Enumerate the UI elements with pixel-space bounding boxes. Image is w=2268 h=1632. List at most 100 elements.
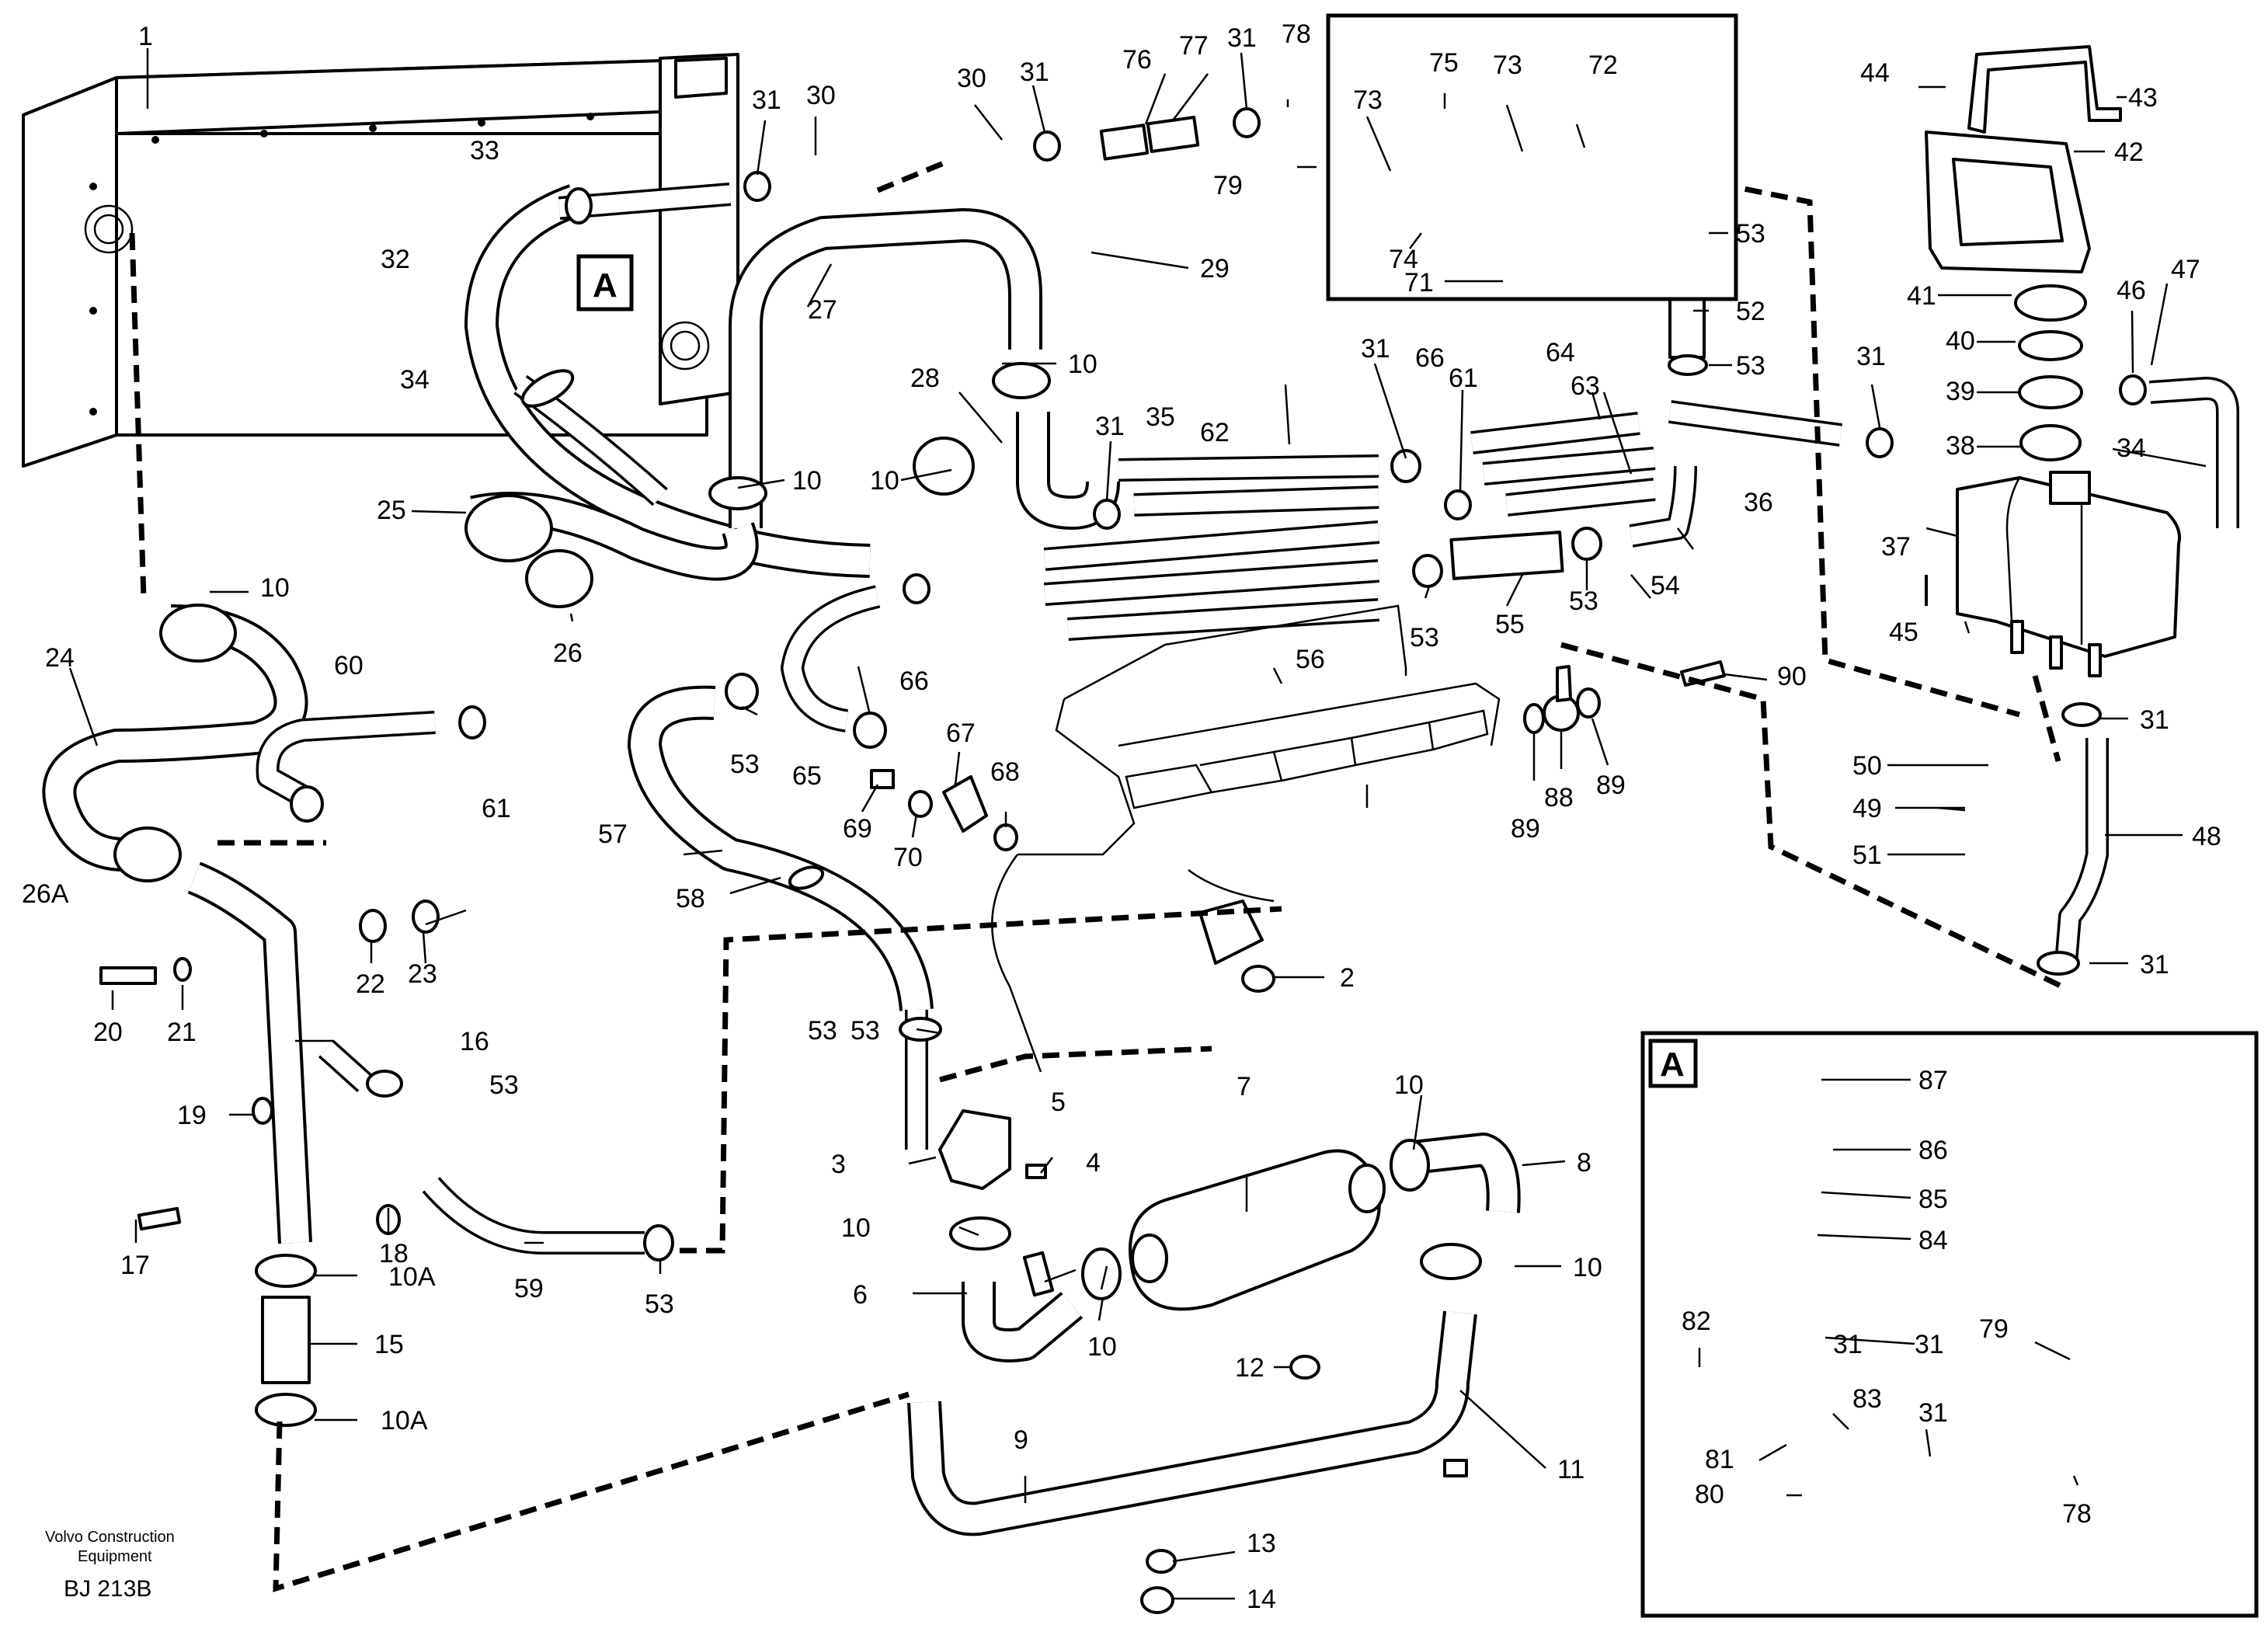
callout-40: 40 (1946, 326, 1975, 356)
callout-41: 41 (1907, 281, 1936, 311)
callout-11: 11 (1557, 1455, 1584, 1484)
callout-10-a: 10 (260, 573, 290, 603)
callout-73-b: 73 (1353, 85, 1383, 115)
callout-10-d: 10 (870, 466, 899, 496)
callout-10A-b: 10A (381, 1406, 428, 1435)
callout-57: 57 (598, 819, 628, 849)
callout-88: 88 (1544, 783, 1574, 813)
callout-36: 36 (1744, 488, 1773, 517)
callout-31-a: 31 (752, 85, 781, 115)
callout-78-a: 78 (1282, 19, 1311, 49)
callout-83: 83 (1852, 1384, 1882, 1414)
callout-32: 32 (381, 245, 410, 274)
callout-1: 1 (138, 22, 153, 51)
callout-66-b: 66 (1415, 343, 1445, 373)
callout-12: 12 (1235, 1353, 1264, 1383)
callout-31-d: 31 (1095, 412, 1125, 441)
callout-53-c: 53 (1569, 586, 1598, 616)
callout-35: 35 (1146, 402, 1175, 432)
callout-53-a: 53 (1736, 219, 1765, 249)
callout-59: 59 (514, 1274, 544, 1303)
callout-54: 54 (1651, 571, 1680, 600)
callout-70: 70 (893, 843, 923, 872)
callout-58: 58 (676, 884, 705, 913)
callout-53-g: 53 (489, 1070, 519, 1100)
callout-53-e: 53 (730, 750, 760, 779)
filter-7 (1129, 1149, 1386, 1311)
callout-81: 81 (1705, 1445, 1734, 1474)
callout-48: 48 (2192, 822, 2221, 851)
callout-79-a: 79 (1213, 171, 1243, 200)
callout-85: 85 (1918, 1185, 1948, 1214)
callout-76: 76 (1122, 45, 1152, 75)
callout-4: 4 (1086, 1148, 1101, 1178)
callout-31-h: 31 (2140, 950, 2169, 980)
callout-14: 14 (1247, 1585, 1276, 1614)
callout-84: 84 (1918, 1226, 1948, 1255)
callout-3: 3 (831, 1150, 846, 1179)
callout-69: 69 (843, 814, 872, 844)
callout-23: 23 (408, 959, 437, 989)
callout-8: 8 (1577, 1148, 1591, 1178)
callout-51: 51 (1852, 840, 1882, 870)
leader-lines (68, 48, 2207, 1600)
callout-79-b: 79 (1979, 1314, 2009, 1344)
callout-26A: 26A (22, 879, 69, 909)
callout-67: 67 (946, 719, 976, 748)
callout-26: 26 (553, 639, 583, 668)
callout-64: 64 (1546, 338, 1575, 367)
callout-38: 38 (1946, 431, 1975, 461)
callout-20: 20 (93, 1018, 123, 1047)
callout-45: 45 (1889, 618, 1918, 647)
callout-82: 82 (1682, 1307, 1711, 1336)
callout-60: 60 (334, 651, 364, 680)
callout-80: 80 (1695, 1480, 1724, 1509)
expansion-tank-37 (1956, 471, 2181, 677)
callout-7: 7 (1237, 1072, 1251, 1101)
callout-75: 75 (1429, 48, 1459, 78)
callout-50: 50 (1852, 751, 1882, 781)
connection-lines (129, 160, 2064, 1592)
callout-53-i: 53 (850, 1016, 880, 1046)
callout-89-a: 89 (1511, 814, 1540, 844)
callout-10-h: 10 (1087, 1332, 1117, 1362)
callout-33: 33 (470, 136, 499, 165)
callout-31-f: 31 (1856, 342, 1886, 371)
callout-10A-a: 10A (388, 1262, 436, 1292)
callout-73-a: 73 (1493, 50, 1522, 80)
callout-90: 90 (1777, 662, 1807, 691)
callout-74: 74 (1389, 245, 1418, 274)
inset-a-label: A (1660, 1046, 1685, 1084)
callout-52: 52 (1736, 297, 1765, 326)
callout-37: 37 (1881, 532, 1911, 562)
callout-24: 24 (45, 643, 75, 673)
callout-61-a: 61 (482, 794, 511, 823)
callout-43: 43 (2128, 83, 2158, 113)
callout-46: 46 (2117, 276, 2146, 305)
callout-10-f: 10 (1394, 1070, 1424, 1100)
callout-31-c: 31 (1227, 23, 1257, 53)
callout-53-d: 53 (1410, 623, 1439, 652)
callout-5: 5 (1051, 1087, 1066, 1117)
callout-10-e: 10 (841, 1213, 871, 1243)
footer: Volvo Construction Equipment BJ 213B (45, 1529, 175, 1602)
callout-2: 2 (1340, 963, 1355, 993)
callout-71: 71 (1404, 268, 1434, 298)
callout-34-b: 34 (2117, 433, 2146, 463)
detail-a-label: A (593, 266, 617, 304)
callout-25: 25 (377, 496, 406, 525)
callout-86: 86 (1918, 1136, 1948, 1165)
callout-34-a: 34 (400, 365, 430, 395)
callout-17: 17 (120, 1251, 150, 1280)
callout-65: 65 (792, 761, 822, 791)
callout-61-b: 61 (1449, 364, 1478, 393)
callout-53-f: 53 (808, 1016, 837, 1046)
callout-62: 62 (1200, 418, 1230, 447)
callout-55: 55 (1495, 610, 1525, 639)
callout-19: 19 (177, 1101, 207, 1130)
callout-53-b: 53 (1736, 351, 1765, 381)
callout-labels: 1 2 3 4 5 6 7 8 9 10 10 10 10 10 10 10 1… (22, 19, 2221, 1614)
callout-29: 29 (1200, 254, 1230, 284)
callout-72: 72 (1588, 50, 1618, 80)
